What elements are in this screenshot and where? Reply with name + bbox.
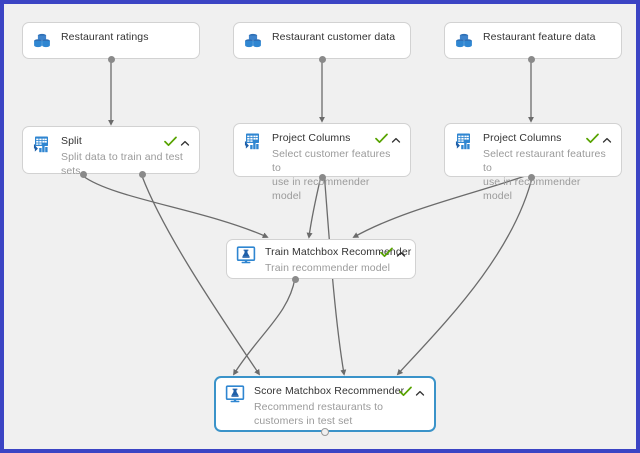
node-subtitle-line: use in recommender model <box>272 176 370 202</box>
dataset-icon <box>454 30 474 50</box>
node-status-group[interactable] <box>586 131 612 144</box>
node-status-group[interactable] <box>380 245 406 258</box>
node-subtitle-line: Recommend restaurants to <box>254 401 384 413</box>
chevron-up-icon[interactable] <box>415 385 425 396</box>
port-out-score-matchbox-recommender[interactable] <box>321 428 329 436</box>
node-subtitle: Split data to train and test sets <box>61 150 190 178</box>
node-restaurant-customer-data[interactable]: Restaurant customer data <box>233 22 411 59</box>
node-title: Restaurant feature data <box>483 31 596 43</box>
node-subtitle: Train recommender model <box>265 261 406 275</box>
node-subtitle: Select restaurant features to use in rec… <box>483 147 612 203</box>
data-transform-icon <box>32 134 52 154</box>
dataset-icon <box>32 30 52 50</box>
node-title: Restaurant customer data <box>272 31 396 43</box>
edge-split-to-train <box>82 175 269 239</box>
port-out-split-train[interactable] <box>79 170 87 178</box>
node-status-group[interactable] <box>375 131 401 144</box>
node-project-columns-customer[interactable]: Project Columns Select customer features… <box>233 123 411 202</box>
node-split[interactable]: Split Split data to train and test sets <box>22 126 200 177</box>
port-out-restaurant-feature-data[interactable] <box>527 55 535 63</box>
node-title: Restaurant ratings <box>61 31 149 43</box>
node-title: Project Columns <box>272 132 351 144</box>
node-project-columns-restaurant[interactable]: Project Columns Select restaurant featur… <box>444 123 622 202</box>
node-title: Project Columns <box>483 132 562 144</box>
node-subtitle-line: Train recommender model <box>265 262 391 274</box>
edge-train-to-score <box>233 277 296 376</box>
dataset-icon <box>243 30 263 50</box>
data-transform-icon <box>454 131 474 151</box>
node-score-matchbox-recommender[interactable]: Score Matchbox Recommender Recommend res… <box>214 376 436 432</box>
node-subtitle-line: use in recommender model <box>483 176 581 202</box>
node-subtitle-line: Select customer features to <box>272 148 391 174</box>
checkmark-icon <box>586 131 599 144</box>
node-restaurant-feature-data[interactable]: Restaurant feature data <box>444 22 622 59</box>
chevron-up-icon[interactable] <box>391 132 401 143</box>
chevron-up-icon[interactable] <box>180 135 190 146</box>
node-title: Split <box>61 135 82 147</box>
port-out-split-test[interactable] <box>138 170 146 178</box>
node-subtitle-line: Split data to train and test sets <box>61 151 183 177</box>
node-subtitle: Recommend restaurants to customers in te… <box>254 400 425 428</box>
edge-projrest-to-score <box>396 173 534 376</box>
node-restaurant-ratings[interactable]: Restaurant ratings <box>22 22 200 59</box>
machine-learning-icon <box>225 384 245 404</box>
node-title: Score Matchbox Recommender <box>254 385 405 397</box>
chevron-up-icon[interactable] <box>396 246 406 257</box>
node-subtitle-line: Select restaurant features to <box>483 148 606 174</box>
node-status-group[interactable] <box>164 134 190 147</box>
port-out-restaurant-customer-data[interactable] <box>318 55 326 63</box>
checkmark-icon <box>164 134 177 147</box>
checkmark-icon <box>399 384 412 397</box>
port-out-project-columns-customer[interactable] <box>318 173 326 181</box>
port-out-train-matchbox-recommender[interactable] <box>291 275 299 283</box>
port-out-project-columns-restaurant[interactable] <box>527 173 535 181</box>
node-subtitle-line: customers in test set <box>254 415 353 427</box>
node-status-group[interactable] <box>399 384 425 397</box>
chevron-up-icon[interactable] <box>602 132 612 143</box>
node-subtitle: Select customer features to use in recom… <box>272 147 401 203</box>
checkmark-icon <box>375 131 388 144</box>
machine-learning-icon <box>236 245 256 265</box>
port-out-restaurant-ratings[interactable] <box>107 55 115 63</box>
checkmark-icon <box>380 245 393 258</box>
node-train-matchbox-recommender[interactable]: Train Matchbox Recommender Train recomme… <box>226 239 416 279</box>
data-transform-icon <box>243 131 263 151</box>
